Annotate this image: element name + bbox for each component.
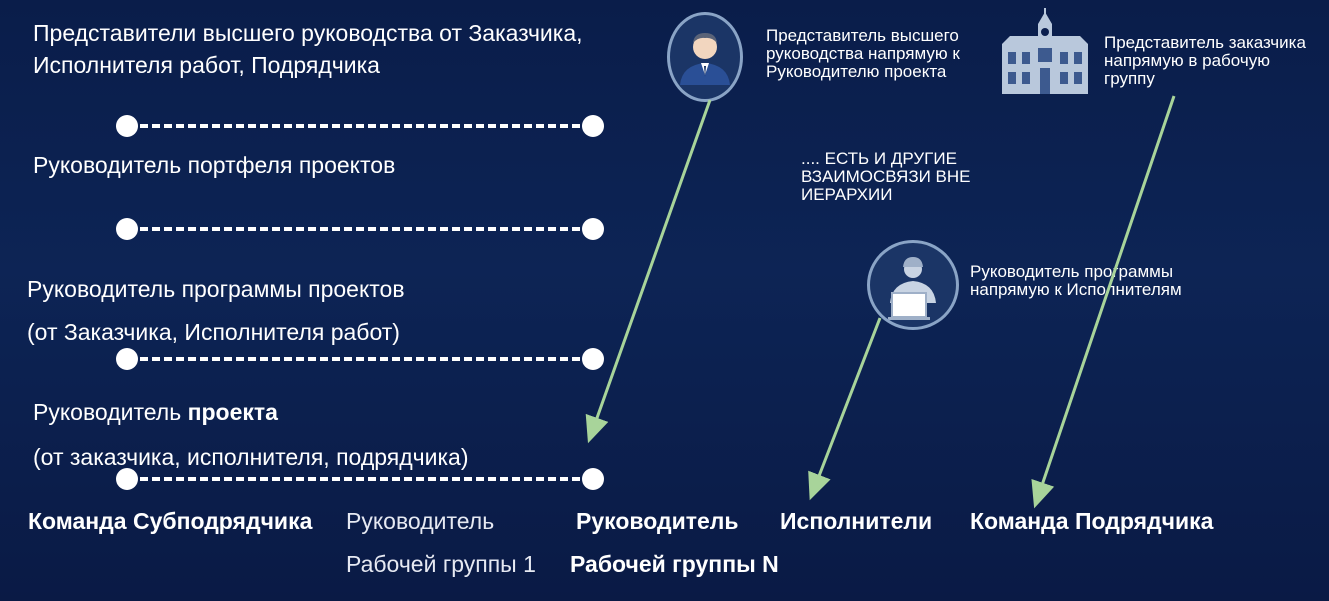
level-project-manager-line2: (от заказчика, исполнителя, подрядчика) [33, 444, 469, 470]
separator-dot-1-right [582, 115, 604, 137]
level-top-management-line1: Представители высшего руководства от Зак… [33, 20, 583, 46]
level-project-manager-line1: Руководитель проекта [33, 396, 278, 428]
separator-dot-3-left [116, 348, 138, 370]
arrow-customer-to-contractor [1031, 95, 1176, 509]
separator-line-4 [128, 477, 592, 481]
level-project-manager-bold: проекта [187, 399, 278, 425]
callout-other-links: .... ЕСТЬ И ДРУГИЕ ВЗАИМОСВЯЗИ ВНЕ ИЕРАР… [801, 149, 971, 204]
executors-label: Исполнители [780, 508, 933, 534]
level-program-manager-line2: (от Заказчика, Исполнителя работ) [27, 319, 400, 345]
manager-avatar-icon [667, 12, 743, 102]
working-group-1-line2: Рабочей группы 1 [346, 551, 536, 577]
level-portfolio-manager: Руководитель портфеля проектов [33, 152, 396, 178]
contractor-team-label: Команда Подрядчика [970, 508, 1214, 534]
working-group-n-line2: Рабочей группы N [570, 551, 779, 577]
level-top-management-line2: Исполнителя работ, Подрядчика [33, 52, 380, 78]
callout-customer: Представитель заказчика напрямую в рабоч… [1104, 33, 1306, 88]
separator-dot-3-right [582, 348, 604, 370]
level-project-manager-prefix: Руководитель [33, 399, 188, 425]
separator-line-2 [128, 227, 592, 231]
separator-line-3 [128, 357, 592, 361]
arrow-top-management-to-project [585, 99, 712, 444]
level-program-manager-line1: Руководитель программы проектов [27, 276, 405, 302]
subcontractor-team-label: Команда Субподрядчика [28, 508, 313, 534]
separator-line-1 [128, 124, 592, 128]
separator-dot-2-left [116, 218, 138, 240]
callout-top-management: Представитель высшего руководства напрям… [766, 26, 960, 81]
working-group-n-line1: Руководитель [576, 508, 739, 534]
callout-program-manager: Руководитель программы напрямую к Исполн… [970, 262, 1182, 299]
separator-dot-2-right [582, 218, 604, 240]
separator-dot-1-left [116, 115, 138, 137]
working-group-1-line1: Руководитель [346, 508, 495, 534]
arrow-program-to-executors [808, 317, 882, 501]
separator-dot-4-left [116, 468, 138, 490]
separator-dot-4-right [582, 468, 604, 490]
building-icon [1000, 8, 1090, 98]
worker-laptop-icon [867, 240, 959, 330]
